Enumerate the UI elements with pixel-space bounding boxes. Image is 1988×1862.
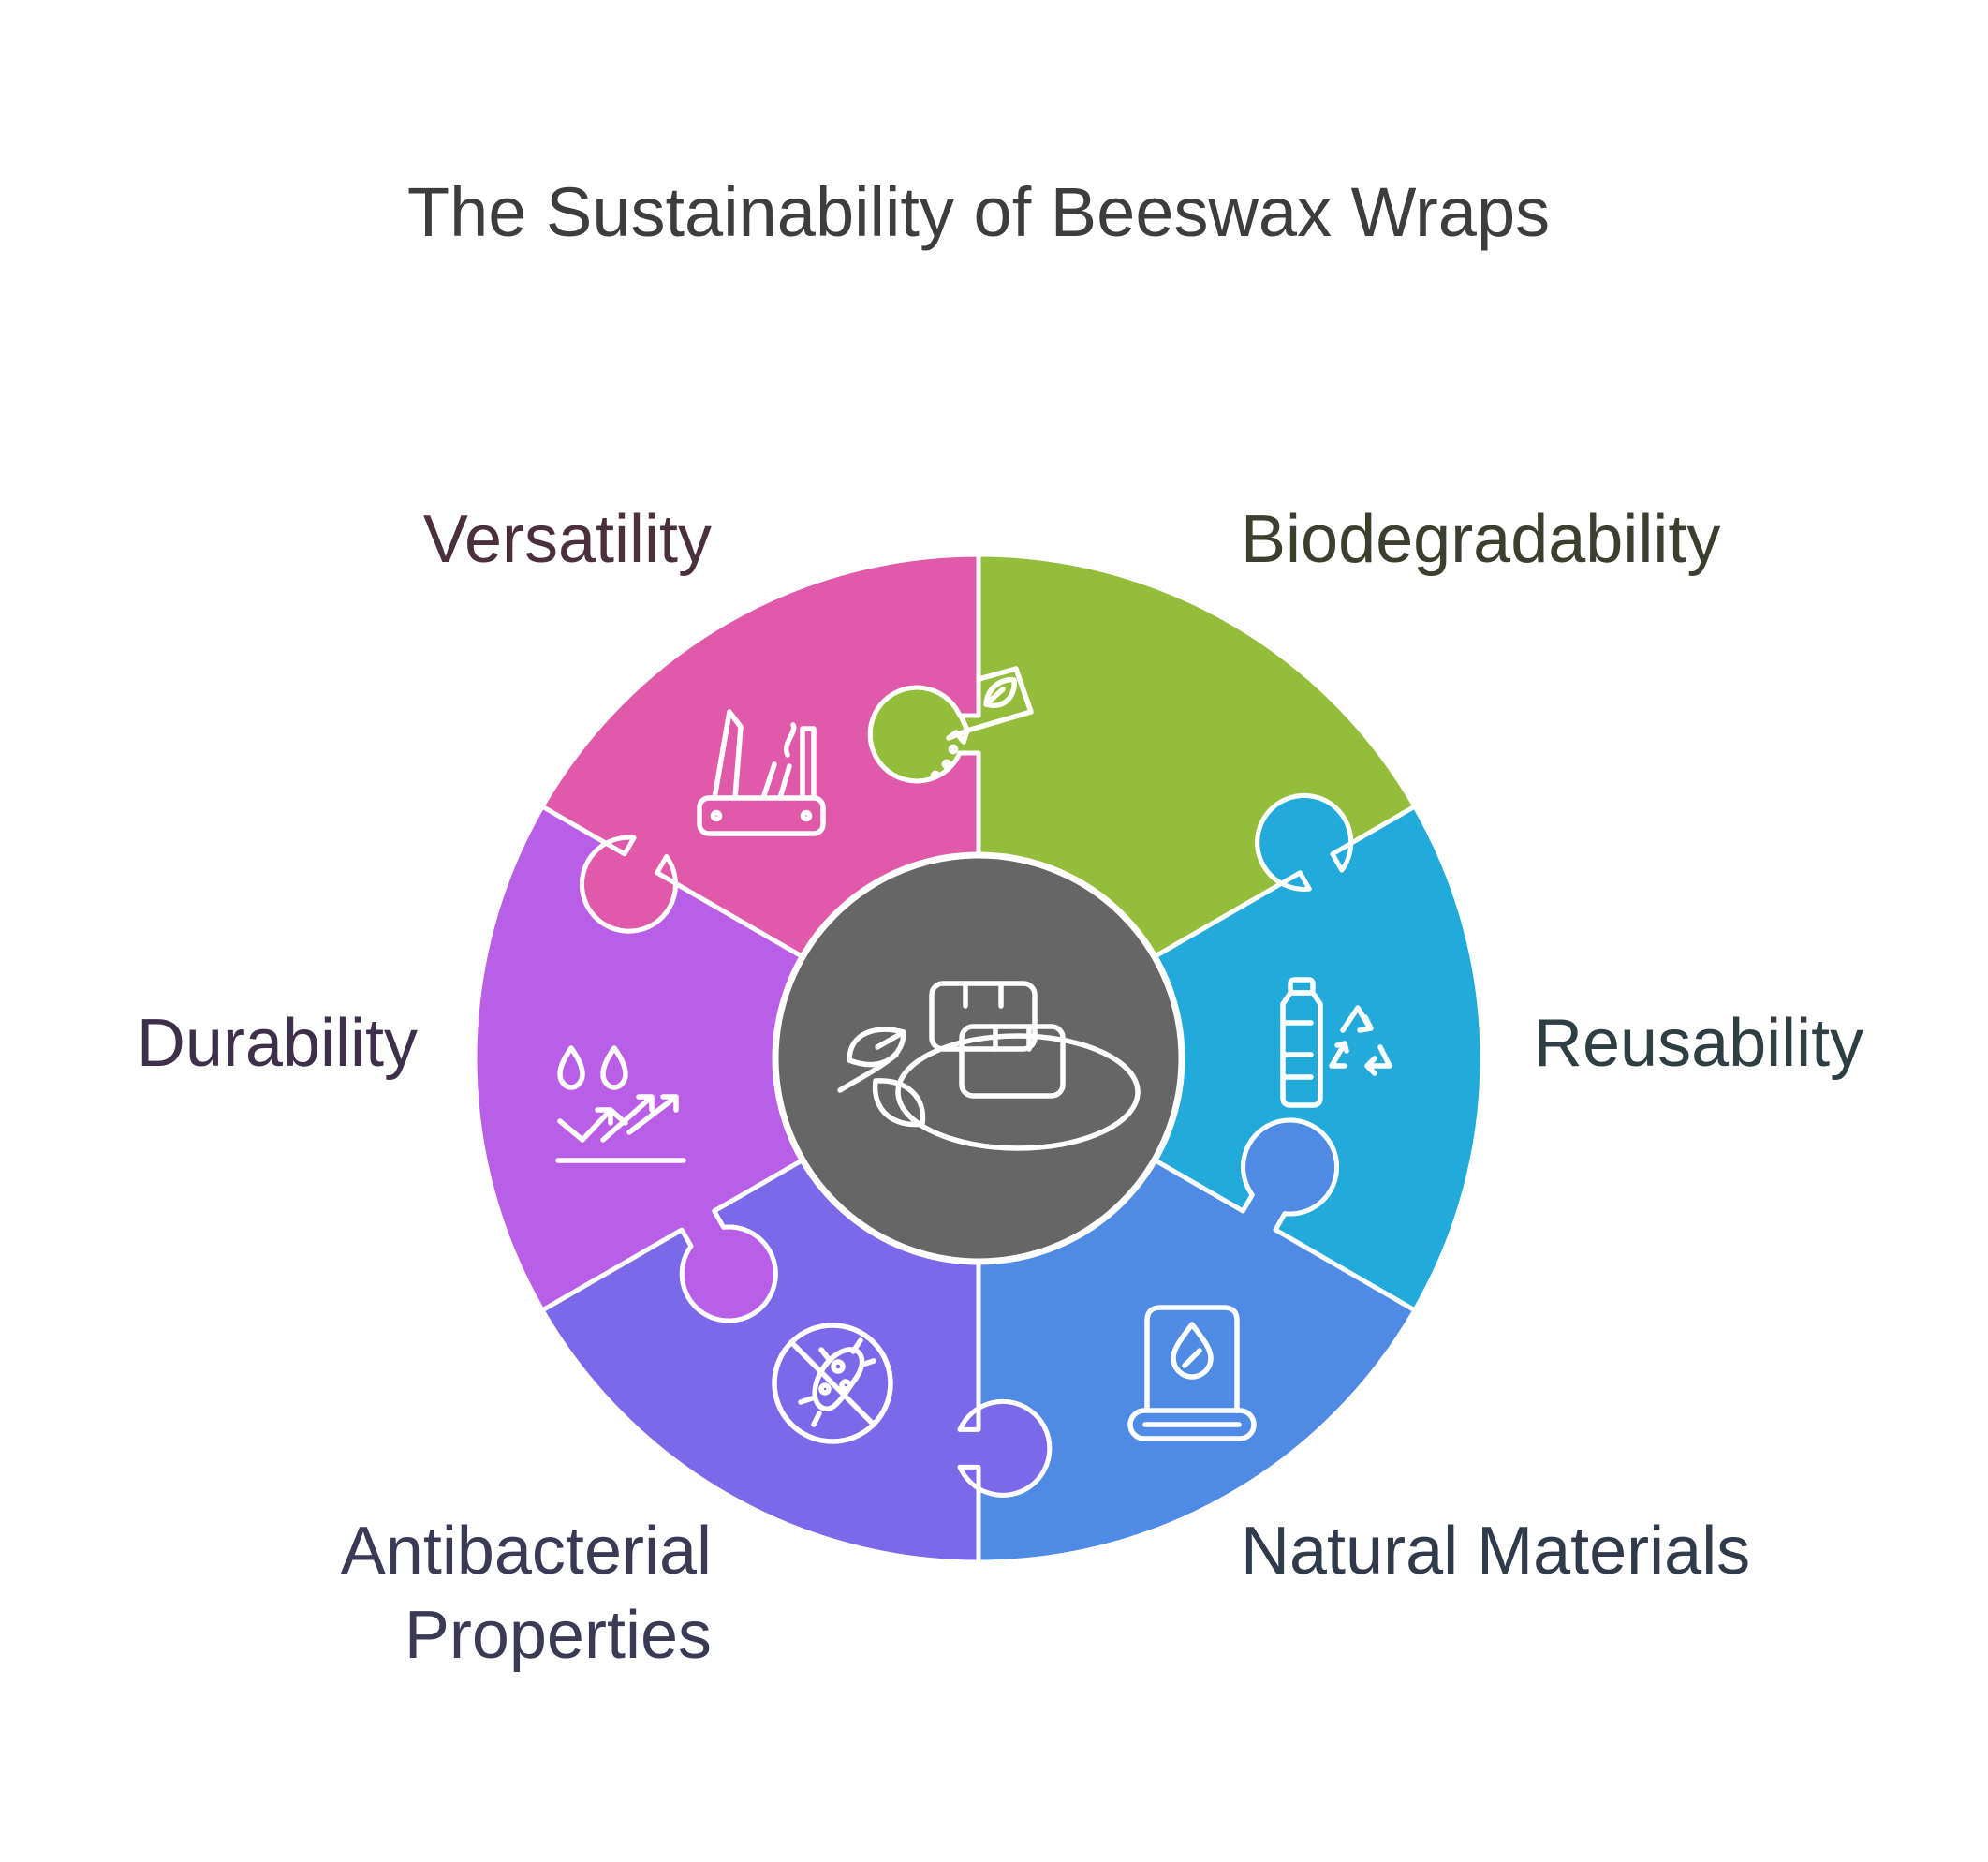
segment-label-durability: Durability bbox=[137, 1006, 418, 1081]
beeswax-wrap-food-icon bbox=[837, 981, 1141, 1151]
natural-material-icon bbox=[1127, 1305, 1257, 1441]
segment-versatility bbox=[539, 552, 981, 959]
segment-label-versatility: Versatility bbox=[423, 502, 712, 577]
segment-label-antibacterial-properties: Properties bbox=[405, 1598, 712, 1673]
center-hub bbox=[773, 853, 1184, 1264]
segment-shape-versatility bbox=[539, 552, 981, 959]
segment-label-biodegradability: Biodegradability bbox=[1241, 502, 1720, 577]
segment-label-reusability: Reusability bbox=[1534, 1006, 1863, 1081]
segment-label-natural-materials: Natural Materials bbox=[1241, 1514, 1750, 1589]
multi-tool-icon bbox=[697, 709, 826, 836]
center-circle bbox=[773, 853, 1184, 1264]
reusable-bottle-icon bbox=[1280, 977, 1392, 1108]
durability-icon bbox=[555, 1045, 686, 1163]
no-bacteria-icon bbox=[772, 1323, 893, 1444]
segment-label-antibacterial-properties: Antibacterial bbox=[341, 1514, 712, 1589]
diagram-title: The Sustainability of Beeswax Wraps bbox=[407, 173, 1550, 251]
segment-reusability bbox=[1153, 792, 1485, 1313]
